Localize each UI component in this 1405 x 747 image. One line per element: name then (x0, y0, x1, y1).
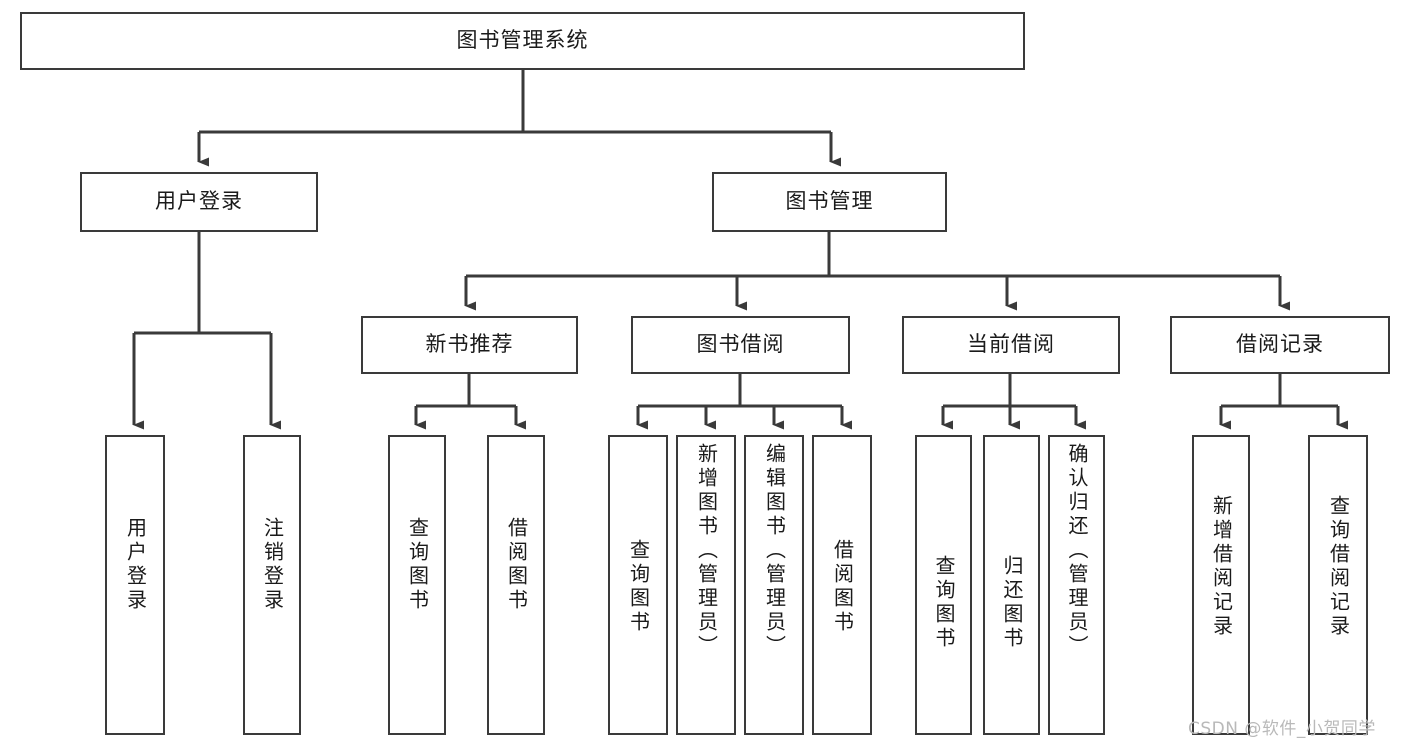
node-leaf-return-book-label: 归还图书 (1000, 555, 1024, 651)
node-leaf-query-record[interactable]: 查询借阅记录 (1308, 435, 1368, 735)
node-leaf-user-logout-label: 注销登录 (260, 517, 285, 613)
node-leaf-borrow-book-1[interactable]: 借阅图书 (487, 435, 545, 735)
node-leaf-add-book[interactable]: 新增图书（管理员） (676, 435, 736, 735)
node-leaf-add-record[interactable]: 新增借阅记录 (1192, 435, 1250, 735)
node-borrow-record[interactable]: 借阅记录 (1170, 316, 1390, 374)
node-leaf-query-book-1-label: 查询图书 (405, 517, 430, 613)
node-leaf-borrow-book-2[interactable]: 借阅图书 (812, 435, 872, 735)
node-root-label: 图书管理系统 (456, 28, 589, 53)
node-root[interactable]: 图书管理系统 (20, 12, 1025, 70)
node-leaf-user-logout[interactable]: 注销登录 (243, 435, 301, 735)
node-leaf-query-book-2-label: 查询图书 (626, 539, 651, 635)
node-book-borrow-label: 图书借阅 (696, 332, 785, 357)
node-leaf-query-book-3[interactable]: 查询图书 (915, 435, 972, 735)
watermark: CSDN @软件_小贺同学 (1188, 719, 1376, 739)
node-book-manage[interactable]: 图书管理 (712, 172, 947, 232)
node-current-borrow-label: 当前借阅 (967, 332, 1055, 357)
node-leaf-query-record-label: 查询借阅记录 (1326, 495, 1351, 639)
node-leaf-query-book-1[interactable]: 查询图书 (388, 435, 446, 735)
node-user-login-label: 用户登录 (155, 189, 243, 214)
node-leaf-user-login-label: 用户登录 (123, 517, 148, 613)
node-leaf-edit-book[interactable]: 编辑图书（管理员） (744, 435, 804, 735)
node-leaf-confirm-return-label: 确认归还（管理员） (1065, 443, 1089, 659)
node-leaf-query-book-2[interactable]: 查询图书 (608, 435, 668, 735)
node-leaf-borrow-book-1-label: 借阅图书 (504, 517, 529, 613)
node-current-borrow[interactable]: 当前借阅 (902, 316, 1120, 374)
node-borrow-record-label: 借阅记录 (1236, 332, 1324, 357)
node-user-login[interactable]: 用户登录 (80, 172, 318, 232)
node-leaf-user-login[interactable]: 用户登录 (105, 435, 165, 735)
node-leaf-return-book[interactable]: 归还图书 (983, 435, 1040, 735)
node-leaf-query-book-3-label: 查询图书 (932, 555, 956, 651)
node-leaf-add-book-label: 新增图书（管理员） (694, 443, 719, 659)
node-leaf-borrow-book-2-label: 借阅图书 (830, 539, 855, 635)
node-book-borrow[interactable]: 图书借阅 (631, 316, 850, 374)
node-new-book-rec-label: 新书推荐 (425, 332, 514, 357)
node-leaf-edit-book-label: 编辑图书（管理员） (762, 443, 787, 659)
node-leaf-confirm-return[interactable]: 确认归还（管理员） (1048, 435, 1105, 735)
node-book-manage-label: 图书管理 (785, 189, 874, 214)
node-new-book-rec[interactable]: 新书推荐 (361, 316, 578, 374)
node-leaf-add-record-label: 新增借阅记录 (1209, 495, 1234, 639)
